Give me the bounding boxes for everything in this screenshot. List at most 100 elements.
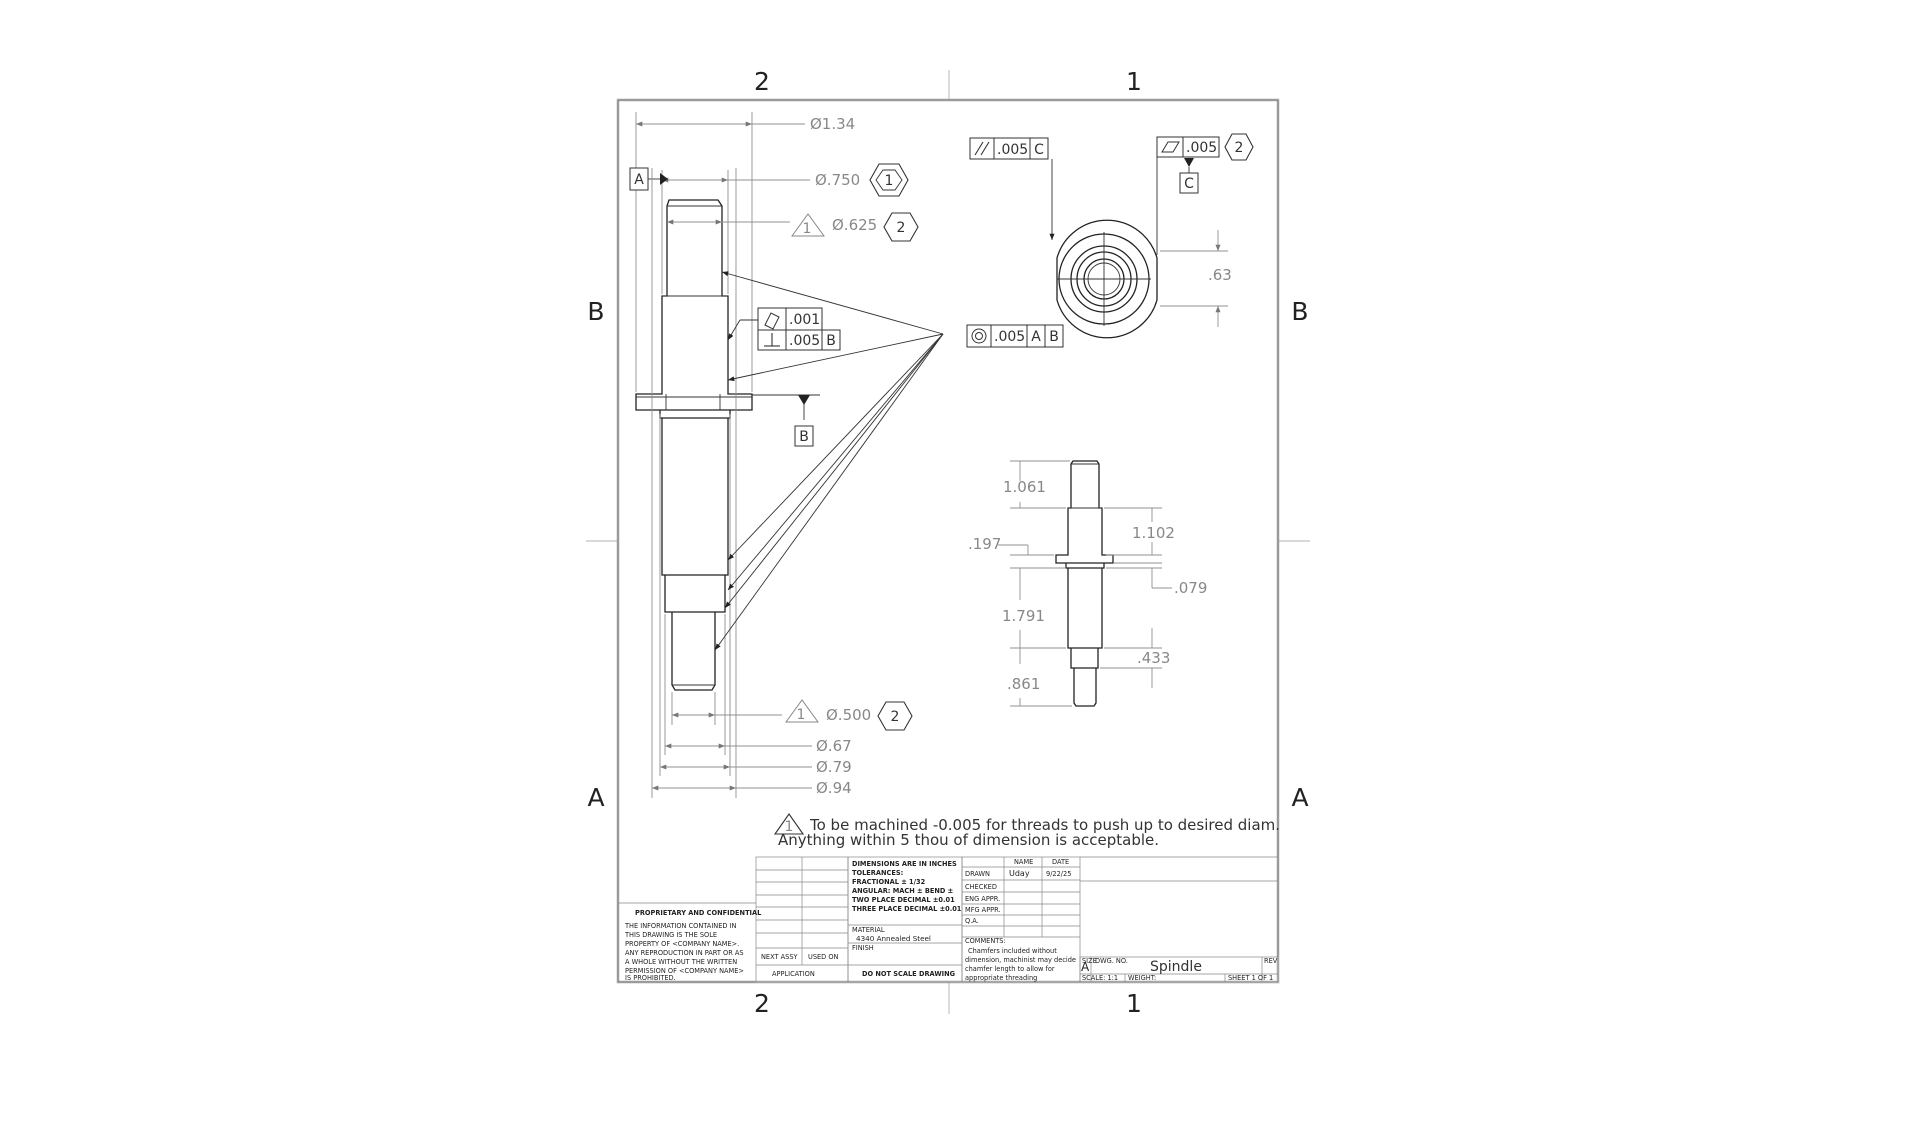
zone-bottom-1: 1 [1126,989,1142,1018]
tb-col-name: NAME [1014,858,1033,866]
tb-eng-label: ENG APPR. [965,895,1000,903]
delta-tag-1-lower: 1 [797,707,806,723]
sheet-frame [586,70,1310,1014]
tb-drawn-date: 9/22/25 [1046,870,1071,878]
tb-size-label: SIZE [1082,957,1097,965]
tb-proprietary-line: THE INFORMATION CONTAINED IN [624,922,736,930]
hex-tag-2-upper: 2 [897,220,906,236]
tb-weight: WEIGHT: [1128,974,1156,982]
dim-len-079: .079 [1174,579,1207,597]
parallelism-icon [974,141,984,156]
small-side-view [1055,460,1114,707]
tb-tolerance-line: DIMENSIONS ARE IN INCHES [852,860,957,868]
dim-len-1791: 1.791 [1002,607,1045,625]
note-line-2: Anything within 5 thou of dimension is a… [778,831,1159,849]
dim-len-1102: 1.102 [1132,524,1175,542]
concentricity-datum-a: A [1031,329,1041,345]
tb-used-on: USED ON [808,953,839,961]
tb-application: APPLICATION [772,970,815,978]
fcf-flatness: .005 2 C [1156,133,1254,255]
flatness-icon [1161,141,1180,153]
tb-proprietary-line: PERMISSION OF <COMPANY NAME> [625,967,744,975]
tb-drawn-name: Uday [1009,869,1030,878]
concentricity-icon [971,328,987,344]
tb-drawn-label: DRAWN [965,870,990,878]
tb-tolerance-line: TWO PLACE DECIMAL ±0.01 [852,896,955,904]
concentricity-tolerance: .005 [994,329,1025,345]
tb-dwg-no: Spindle [1150,959,1202,975]
dim-dia-625: Ø.625 [832,216,877,234]
fcf-concentricity: .005 A B [966,324,1064,348]
general-note: 1 To be machined -0.005 for threads to p… [773,813,1280,849]
tb-proprietary-line: ANY REPRODUCTION IN PART OR AS [625,949,744,957]
zone-right-b: B [1291,297,1308,326]
zone-left-b: B [587,297,604,326]
tb-sheet: SHEET 1 OF 1 [1228,974,1273,982]
zone-right-a: A [1291,783,1308,812]
flatness-tolerance: .005 [1186,140,1217,156]
hex-tag-2-lower: 2 [891,709,900,725]
tb-comments-label: COMMENTS: [965,937,1006,945]
dim-dia-134: Ø1.34 [810,115,855,133]
parallelism-tolerance: .005 [997,142,1028,158]
tb-comment-line: Chamfers included without [968,947,1057,955]
dim-dia-94: Ø.94 [816,779,852,797]
delta-note-icon [791,213,825,237]
tb-tolerance-line: ANGULAR: MACH ± BEND ± [852,887,953,895]
hex-tag-icon [883,212,919,242]
zone-top-1: 1 [1126,67,1142,96]
perpendicularity-tolerance: .005 [789,333,820,349]
spindle-side-view [635,199,753,691]
hex-tag-1: 1 [885,173,894,189]
dim-dia-67: Ø.67 [816,737,852,755]
cylindricity-icon [764,312,780,330]
note-delta-tag: 1 [785,819,794,835]
hex-tag-icon [869,163,909,197]
tb-comment-line: appropriate threading [965,974,1037,982]
fcf-parallelism: .005 C [969,137,1055,240]
perpendicularity-datum: B [826,333,836,349]
dim-dia-750: Ø.750 [815,171,860,189]
tb-checked-label: CHECKED [965,883,997,891]
hex-tag-icon [877,701,913,731]
dim-len-1061: 1.061 [1003,478,1046,496]
tb-comment-line: dimension, machinist may decide [965,956,1076,964]
tb-material: 4340 Annealed Steel [856,934,931,943]
zone-left-a: A [587,783,604,812]
tb-proprietary-line: THIS DRAWING IS THE SOLE [624,931,717,939]
tb-qa-label: Q.A. [965,917,979,925]
tb-material-label: MATERIAL [852,926,885,934]
circularity-tolerance: .001 [789,312,820,328]
tb-rev-label: REV [1264,957,1278,965]
delta-note-icon [785,699,819,723]
dim-dia-500: Ø.500 [826,706,871,724]
tb-mfg-label: MFG APPR. [965,906,1001,914]
hex-tag-2-flatness: 2 [1235,140,1244,156]
dim-dia-79: Ø.79 [816,758,852,776]
parallelism-datum: C [1034,142,1044,158]
zone-bottom-2: 2 [754,989,770,1018]
dim-len-197: .197 [968,535,1001,553]
small-side-view-dimensions: 1.061 1.102 .197 .079 1.791 .433 .861 [968,460,1207,707]
tb-comment-line: chamfer length to allow for [965,965,1055,973]
title-block: PROPRIETARY AND CONFIDENTIAL THE INFORMA… [618,856,1279,983]
zone-markers: 2 1 2 1 B B A A [587,67,1308,1018]
fcf-circularity-perpendicularity: .001 .005 B [727,307,841,351]
tb-proprietary-title: PROPRIETARY AND CONFIDENTIAL [635,909,762,917]
tb-tolerance-line: TOLERANCES: [852,869,903,877]
tb-next-assy: NEXT ASSY [761,953,799,961]
note-line-1: To be machined -0.005 for threads to pus… [809,816,1280,834]
dim-end-view-63: .63 [1208,266,1232,284]
tb-scale: SCALE: 1:1 [1082,974,1118,982]
tb-proprietary-line: A WHOLE WITHOUT THE WRITTEN [625,958,737,966]
zone-top-2: 2 [754,67,770,96]
delta-tag-1: 1 [803,221,812,237]
datum-c: C [1184,176,1194,192]
tb-col-date: DATE [1052,858,1069,866]
concentricity-leaders [714,271,944,651]
tb-tolerance-line: THREE PLACE DECIMAL ±0.01 [852,905,962,913]
tb-dwg-no-label: DWG. NO. [1095,957,1128,965]
tb-no-scale: DO NOT SCALE DRAWING [862,970,955,978]
delta-note-icon [773,813,805,835]
